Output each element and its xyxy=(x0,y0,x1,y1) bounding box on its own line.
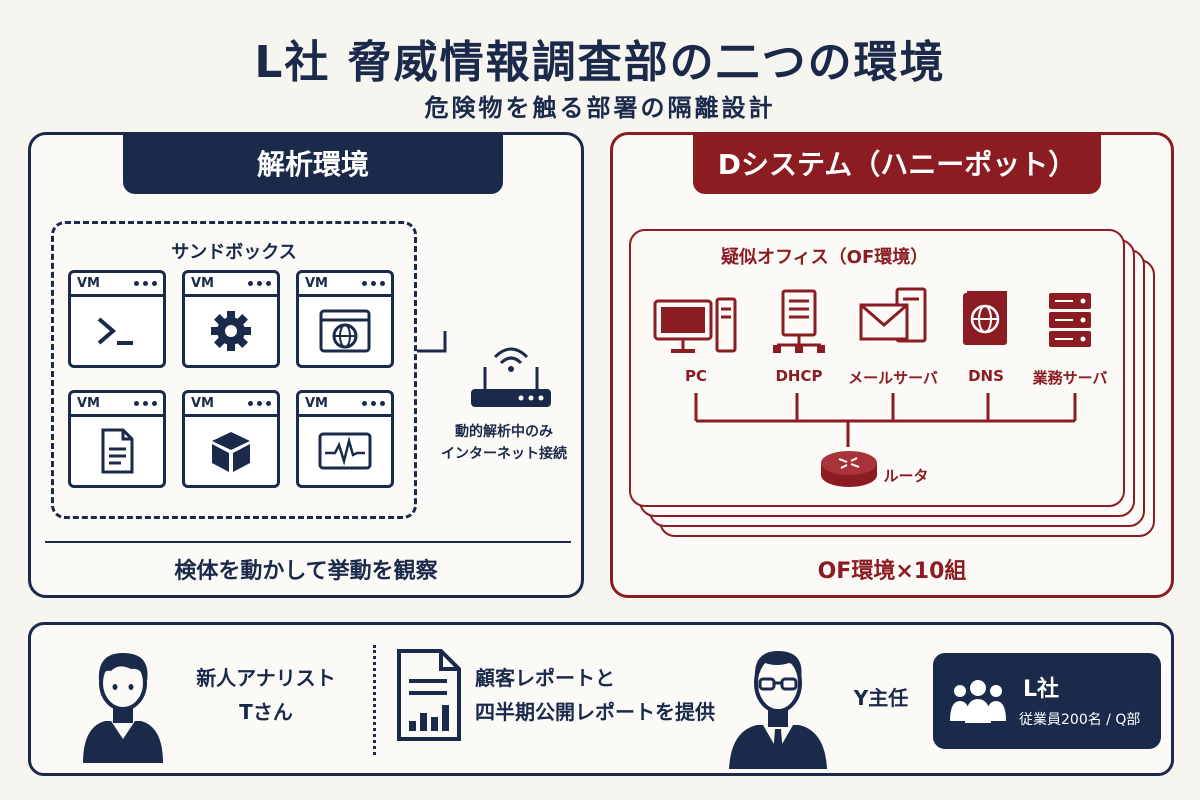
router-icon xyxy=(817,445,881,495)
vm-label: VM xyxy=(77,276,100,291)
wifi-router-icon xyxy=(465,331,557,419)
browser-globe-icon xyxy=(299,297,391,365)
report-line1: 顧客レポートと xyxy=(475,666,615,690)
vm-window-settings: VM xyxy=(182,270,280,368)
dhcp-server-icon xyxy=(769,287,829,363)
router-caption-line2: インターネット接続 xyxy=(441,446,567,462)
honeypot-heading: Dシステム（ハニーポット） xyxy=(693,132,1101,194)
honeypot-footer: OF環境×10組 xyxy=(817,559,967,584)
sandbox-box: サンドボックス VM VM xyxy=(51,221,417,519)
router-label: ルータ xyxy=(883,467,929,485)
sandbox-label: サンドボックス xyxy=(171,242,297,263)
page-title: L社 脅威情報調査部の二つの環境 xyxy=(254,37,946,88)
router-caption-line1: 動的解析中のみ xyxy=(455,424,553,440)
vm-label: VM xyxy=(191,396,214,411)
vm-window-terminal: VM xyxy=(68,270,166,368)
router-caption: 動的解析中のみ インターネット接続 xyxy=(429,421,579,465)
office-environment-label: 疑似オフィス（OF環境） xyxy=(721,247,929,268)
analysis-divider xyxy=(45,541,571,543)
cube-icon xyxy=(185,417,277,485)
honeypot-panel: Dシステム（ハニーポット） 疑似オフィス（OF環境） PC D xyxy=(610,132,1174,598)
analysis-environment-heading: 解析環境 xyxy=(123,132,503,194)
gear-icon xyxy=(185,297,277,365)
vm-window-package: VM xyxy=(182,390,280,488)
vm-window-browser: VM xyxy=(296,270,394,368)
device-label-dns: DNS xyxy=(968,367,1004,385)
analyst-name: Tさん xyxy=(239,700,293,724)
rack-server-icon xyxy=(1045,289,1095,355)
bottom-separator xyxy=(373,645,376,755)
vm-label: VM xyxy=(191,276,214,291)
vm-label: VM xyxy=(305,396,328,411)
people-group-icon xyxy=(947,677,1009,729)
chief-avatar-icon xyxy=(723,635,833,773)
report-line2: 四半期公開レポートを提供 xyxy=(475,700,715,724)
network-bus-lines xyxy=(694,393,1077,447)
office-environment-box xyxy=(629,229,1125,507)
mail-server-icon xyxy=(857,287,929,355)
analysis-footer: 検体を動かして挙動を観察 xyxy=(174,559,438,584)
pc-icon xyxy=(651,295,741,361)
report-caption: 顧客レポートと 四半期公開レポートを提供 xyxy=(475,661,725,729)
document-icon xyxy=(71,417,163,485)
device-label-business-server: 業務サーバ xyxy=(1032,369,1108,387)
device-label-dhcp: DHCP xyxy=(775,367,823,385)
device-label-pc: PC xyxy=(684,367,707,385)
analyst-avatar-icon xyxy=(75,639,171,767)
bottom-banner: 新人アナリスト Tさん 顧客レポートと 四半期公開レポートを提供 xyxy=(28,622,1174,776)
terminal-icon xyxy=(71,297,163,365)
vm-label: VM xyxy=(305,276,328,291)
vm-window-document: VM xyxy=(68,390,166,488)
analyst-title: 新人アナリスト xyxy=(196,666,336,690)
chief-label: Y主任 xyxy=(853,686,909,710)
analysis-environment-panel: 解析環境 サンドボックス VM VM xyxy=(28,132,584,598)
report-chart-icon xyxy=(393,647,465,747)
device-label-mail-server: メールサーバ xyxy=(848,369,938,387)
vm-window-monitor: VM xyxy=(296,390,394,488)
company-badge: L社 従業員200名 / Q部 xyxy=(933,653,1161,749)
analyst-caption: 新人アナリスト Tさん xyxy=(181,661,351,729)
sandbox-router-connector xyxy=(417,331,447,353)
vm-label: VM xyxy=(77,396,100,411)
company-name: L社 xyxy=(1023,677,1060,702)
page-subtitle: 危険物を触る部署の隔離設計 xyxy=(424,94,776,122)
company-detail: 従業員200名 / Q部 xyxy=(1019,712,1141,728)
dns-globe-icon xyxy=(959,289,1013,353)
waveform-monitor-icon xyxy=(299,417,391,485)
